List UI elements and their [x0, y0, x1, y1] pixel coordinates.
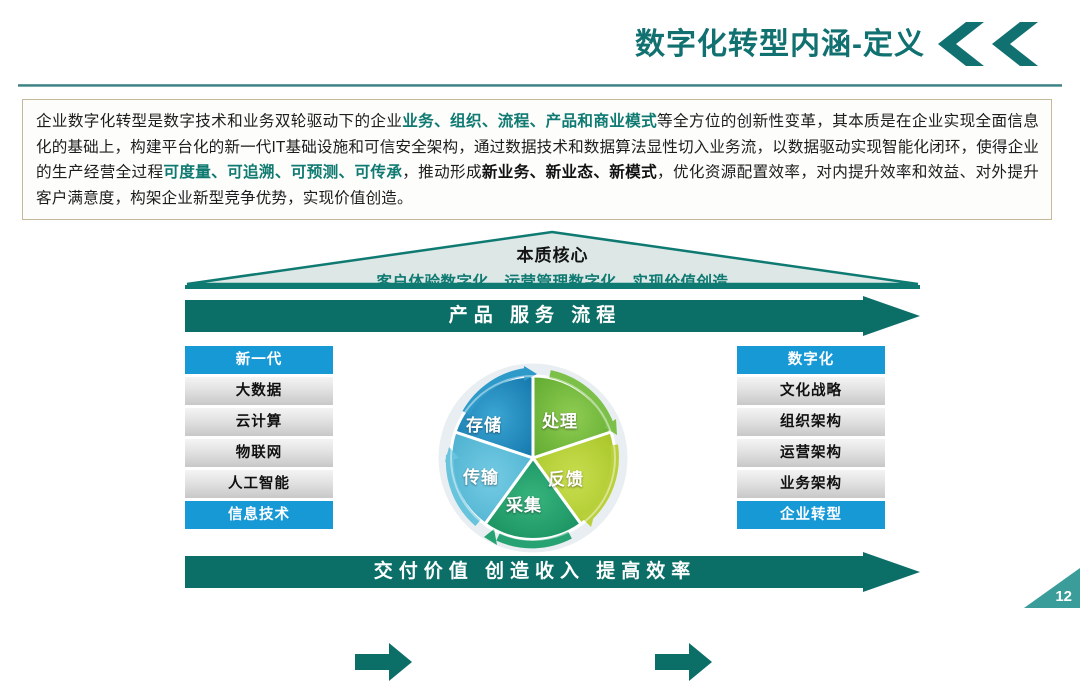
stack-left-item-2[interactable]: 云计算	[185, 408, 333, 436]
summary-text-box: 企业数字化转型是数字技术和业务双轮驱动下的企业业务、组织、流程、产品和商业模式等…	[22, 99, 1052, 220]
stack-right-item-0[interactable]: 数字化	[737, 346, 885, 374]
stack-left-item-0[interactable]: 新一代	[185, 346, 333, 374]
wheel-label-collect: 采集	[506, 496, 542, 515]
wheel-label-transmit: 传输	[463, 468, 499, 487]
stack-right-item-1[interactable]: 文化战略	[737, 377, 885, 405]
right-arrow-icon-right	[655, 642, 713, 687]
wheel-label-process: 处理	[542, 412, 578, 431]
page-number: 12	[1055, 588, 1072, 605]
banner-top-label: 产品 服务 流程	[448, 305, 622, 326]
banner-bottom-arrow	[185, 552, 920, 592]
transformation-diagram: 本质核心 客户体验数字化 运营管理数字化、实现价值创造 产品 服务 流程 新一代…	[0, 222, 1080, 681]
stack-right-item-4[interactable]: 业务架构	[737, 470, 885, 498]
stack-left: 新一代 大数据 云计算 物联网 人工智能 信息技术	[185, 346, 333, 532]
stack-right-item-5[interactable]: 企业转型	[737, 501, 885, 529]
banner-bottom-label: 交付价值 创造收入 提高效率	[373, 561, 697, 582]
stack-right-item-3[interactable]: 运营架构	[737, 439, 885, 467]
stack-left-item-1[interactable]: 大数据	[185, 377, 333, 405]
wheel-label-feedback: 反馈	[548, 470, 584, 489]
slide-header: 数字化转型内涵-定义	[0, 0, 1080, 88]
stack-left-item-5[interactable]: 信息技术	[185, 501, 333, 529]
header-divider	[18, 84, 1062, 87]
summary-paragraph: 企业数字化转型是数字技术和业务双轮驱动下的企业业务、组织、流程、产品和商业模式等…	[36, 113, 1039, 207]
page-title: 数字化转型内涵-定义	[635, 28, 925, 61]
roof-shape	[185, 230, 920, 292]
stack-left-item-4[interactable]: 人工智能	[185, 470, 333, 498]
data-lifecycle-wheel: 存储 处理 反馈 采集 传输	[438, 363, 628, 553]
stack-left-item-3[interactable]: 物联网	[185, 439, 333, 467]
double-chevron-left-icon	[938, 22, 1042, 66]
page-corner-decoration	[1024, 568, 1080, 608]
stack-right: 数字化 文化战略 组织架构 运营架构 业务架构 企业转型	[737, 346, 885, 532]
right-arrow-icon-left	[355, 642, 413, 687]
wheel-label-store: 存储	[466, 416, 502, 435]
banner-top-arrow	[185, 296, 920, 336]
stack-right-item-2[interactable]: 组织架构	[737, 408, 885, 436]
